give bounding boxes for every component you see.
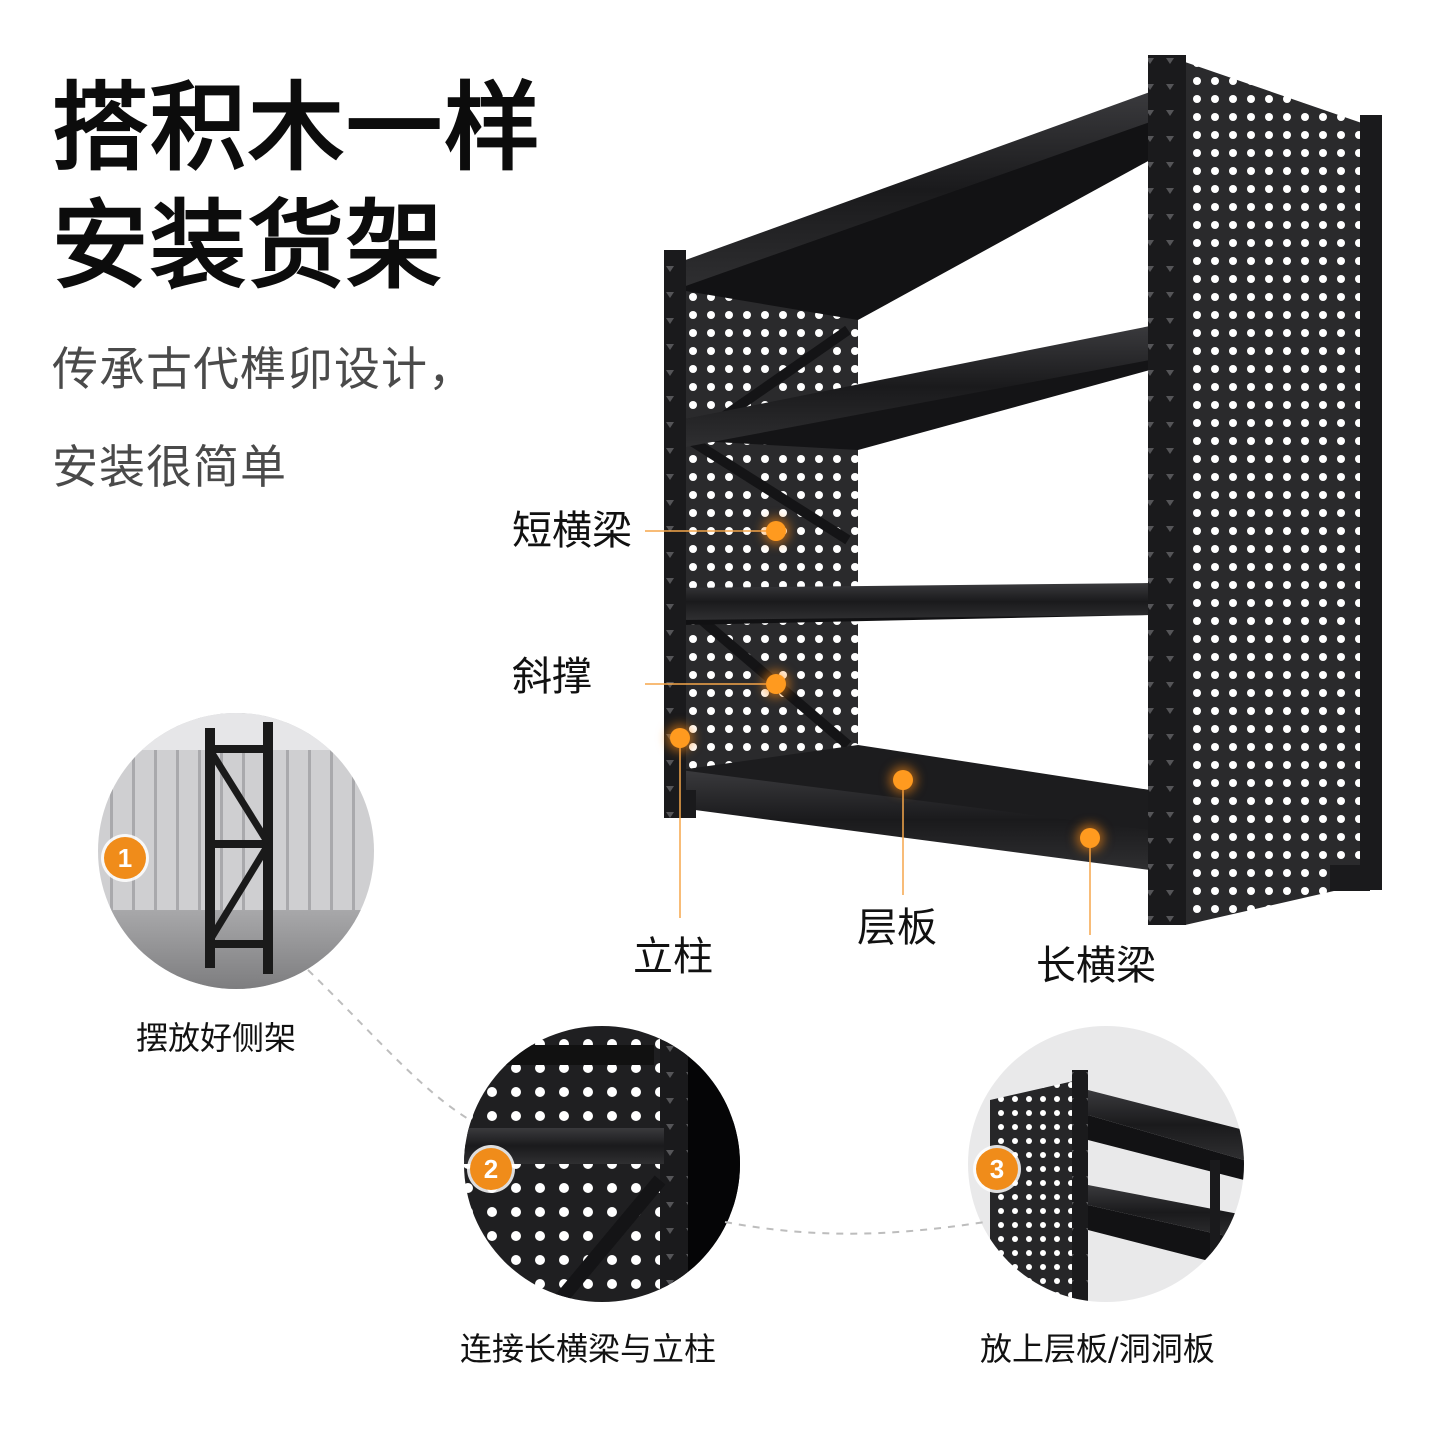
- upright-front-right: [1148, 55, 1186, 925]
- subtitle-line-1: 传承古代榫卯设计，: [52, 342, 475, 396]
- callout-long-beam: 长横梁: [1036, 943, 1156, 989]
- long-beam-top: [680, 92, 1150, 288]
- short-beam-marker: [766, 521, 786, 541]
- upright-front-left: [664, 250, 686, 818]
- long-beam-2: [680, 326, 1150, 448]
- callout-shelf-board: 层板: [857, 905, 937, 951]
- step-1-label: 摆放好侧架: [136, 1019, 297, 1057]
- step-3-label: 放上层板/洞洞板: [980, 1330, 1215, 1368]
- headline-line-1: 搭积木一样: [52, 72, 542, 184]
- step-1-badge: 1: [104, 837, 146, 879]
- callout-upright: 立柱: [633, 934, 713, 980]
- callout-brace: 斜撑: [512, 654, 592, 700]
- step-3-badge: 3: [976, 1148, 1018, 1190]
- callout-short-beam: 短横梁: [512, 508, 632, 554]
- long-beam-3: [680, 583, 1150, 620]
- upright-marker: [670, 728, 690, 748]
- subtitle-line-2: 安装很简单: [52, 440, 287, 494]
- brace-marker: [766, 674, 786, 694]
- long-beam-bottom: [680, 770, 1150, 870]
- shelf-board-marker: [893, 770, 913, 790]
- right-side-panel: [1185, 62, 1382, 925]
- step-2-badge: 2: [470, 1148, 512, 1190]
- step-2-label: 连接长横梁与立柱: [460, 1330, 717, 1368]
- headline-line-2: 安装货架: [52, 190, 444, 302]
- long-beam-marker: [1080, 828, 1100, 848]
